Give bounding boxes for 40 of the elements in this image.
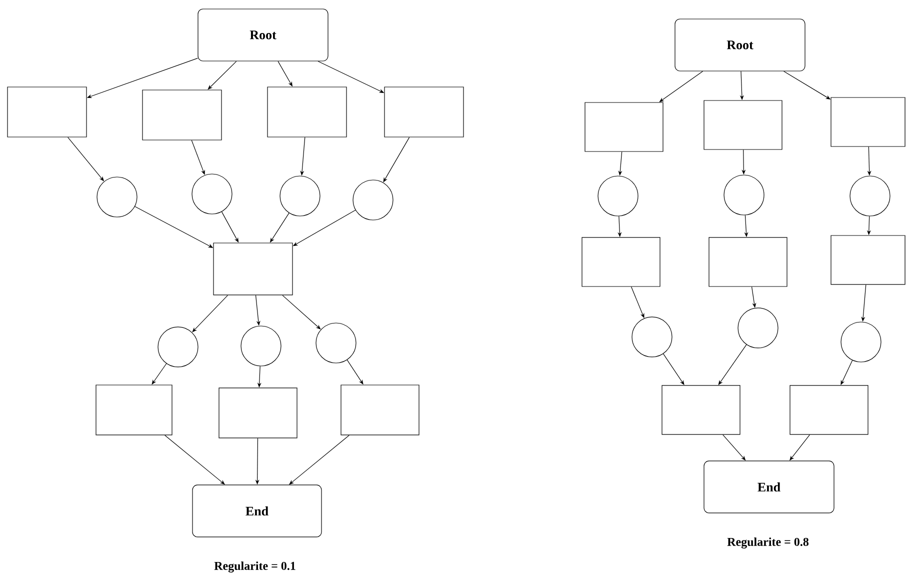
task-box bbox=[584, 102, 664, 152]
task-box bbox=[213, 242, 293, 296]
circle-node bbox=[738, 308, 778, 348]
arrow bbox=[282, 295, 321, 330]
circle-node bbox=[280, 176, 320, 216]
arrow bbox=[659, 71, 704, 102]
task-box bbox=[830, 235, 906, 285]
task-box bbox=[142, 90, 222, 140]
terminal-box: Root bbox=[674, 18, 806, 72]
circle-node bbox=[96, 176, 138, 218]
task-box bbox=[96, 384, 172, 436]
caption: Regularite = 0.8 bbox=[727, 538, 809, 548]
arrow bbox=[191, 140, 205, 175]
circle-node bbox=[316, 322, 356, 364]
task-box bbox=[340, 384, 420, 436]
arrow bbox=[383, 136, 410, 182]
terminal-box: End bbox=[192, 484, 322, 538]
task-box bbox=[662, 385, 740, 435]
task-box bbox=[267, 86, 347, 138]
task-box bbox=[708, 237, 788, 287]
circle-node bbox=[598, 176, 638, 216]
circle-node bbox=[158, 326, 198, 368]
circle-node bbox=[840, 322, 882, 362]
circle-node bbox=[240, 326, 282, 366]
circle-node bbox=[352, 180, 394, 220]
circle-node bbox=[192, 174, 232, 214]
task-box bbox=[384, 86, 464, 138]
task-box bbox=[7, 86, 87, 138]
arrow bbox=[192, 295, 228, 332]
terminal-box: End bbox=[704, 460, 834, 514]
circle-node bbox=[724, 174, 764, 216]
caption: Regularite = 0.1 bbox=[214, 562, 296, 572]
terminal-box: Root bbox=[198, 8, 328, 62]
task-box bbox=[218, 388, 298, 438]
task-box bbox=[582, 237, 660, 287]
task-box bbox=[790, 385, 868, 435]
task-box bbox=[830, 97, 906, 147]
circle-node bbox=[850, 176, 890, 216]
circle-node bbox=[632, 316, 672, 358]
task-box bbox=[704, 100, 782, 150]
